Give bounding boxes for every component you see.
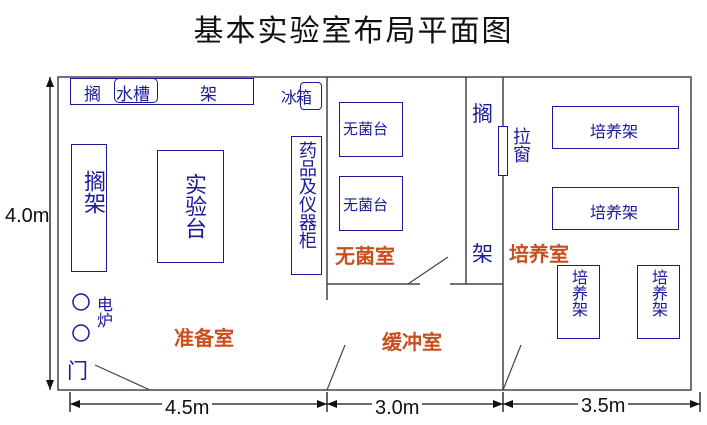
sterile-bench-1 bbox=[339, 102, 403, 157]
reagent-cabinet-label: 药品及仪器柜 bbox=[296, 141, 317, 249]
sterile-door bbox=[407, 256, 449, 285]
lab-bench-label: 实验台 bbox=[181, 173, 206, 239]
top-shelf-label-left: 搁 bbox=[84, 85, 101, 105]
room-culture-label: 培养室 bbox=[509, 242, 569, 266]
top-shelf-label-right: 架 bbox=[200, 85, 217, 105]
sink bbox=[114, 78, 158, 103]
stove-circle-1 bbox=[72, 293, 90, 311]
door-label: 门 bbox=[67, 359, 88, 383]
main-door bbox=[94, 364, 151, 391]
lab-bench bbox=[157, 150, 224, 263]
mid-shelf-label-top: 搁 bbox=[472, 102, 493, 126]
sink-label: 水槽 bbox=[116, 85, 150, 105]
left-shelf-label: 搁架 bbox=[80, 170, 105, 214]
pull-window bbox=[498, 126, 508, 176]
outer-wall bbox=[57, 76, 692, 391]
culture-rack-1 bbox=[552, 106, 679, 149]
sterile-bench-2-label: 无菌台 bbox=[343, 196, 389, 214]
culture-rack-4 bbox=[637, 265, 680, 339]
width-dimension-1: 4.5m bbox=[162, 397, 213, 420]
culture-rack-2 bbox=[552, 187, 679, 230]
height-dimension: 4.0m bbox=[5, 205, 50, 228]
reagent-cabinet bbox=[291, 136, 322, 275]
culture-rack-2-label: 培养架 bbox=[590, 203, 639, 222]
culture-rack-1-label: 培养架 bbox=[590, 122, 639, 141]
top-shelf bbox=[70, 78, 254, 105]
culture-door bbox=[502, 344, 522, 391]
diagram-title: 基本实验室布局平面图 bbox=[193, 14, 514, 49]
room-prep-label: 准备室 bbox=[174, 326, 234, 350]
stove-label: 电炉 bbox=[94, 296, 113, 328]
culture-rack-4-label: 培养架 bbox=[649, 269, 668, 317]
fridge bbox=[300, 82, 322, 110]
stove-circle-2 bbox=[72, 324, 90, 342]
room-sterile-label: 无菌室 bbox=[335, 244, 395, 268]
culture-rack-3 bbox=[557, 265, 600, 339]
mid-shelf-label-bottom: 架 bbox=[472, 242, 493, 266]
fridge-label: 冰箱 bbox=[281, 88, 312, 107]
width-dimension-2: 3.0m bbox=[372, 397, 423, 420]
sterile-bench-2 bbox=[339, 176, 403, 231]
pull-window-label: 拉窗 bbox=[510, 127, 531, 163]
room-buffer-label: 缓冲室 bbox=[382, 330, 442, 354]
buffer-door bbox=[326, 344, 346, 391]
sterile-bench-1-label: 无菌台 bbox=[343, 120, 389, 138]
culture-rack-3-label: 培养架 bbox=[569, 269, 588, 317]
left-shelf bbox=[71, 144, 107, 272]
width-dimension-3: 3.5m bbox=[578, 395, 629, 418]
